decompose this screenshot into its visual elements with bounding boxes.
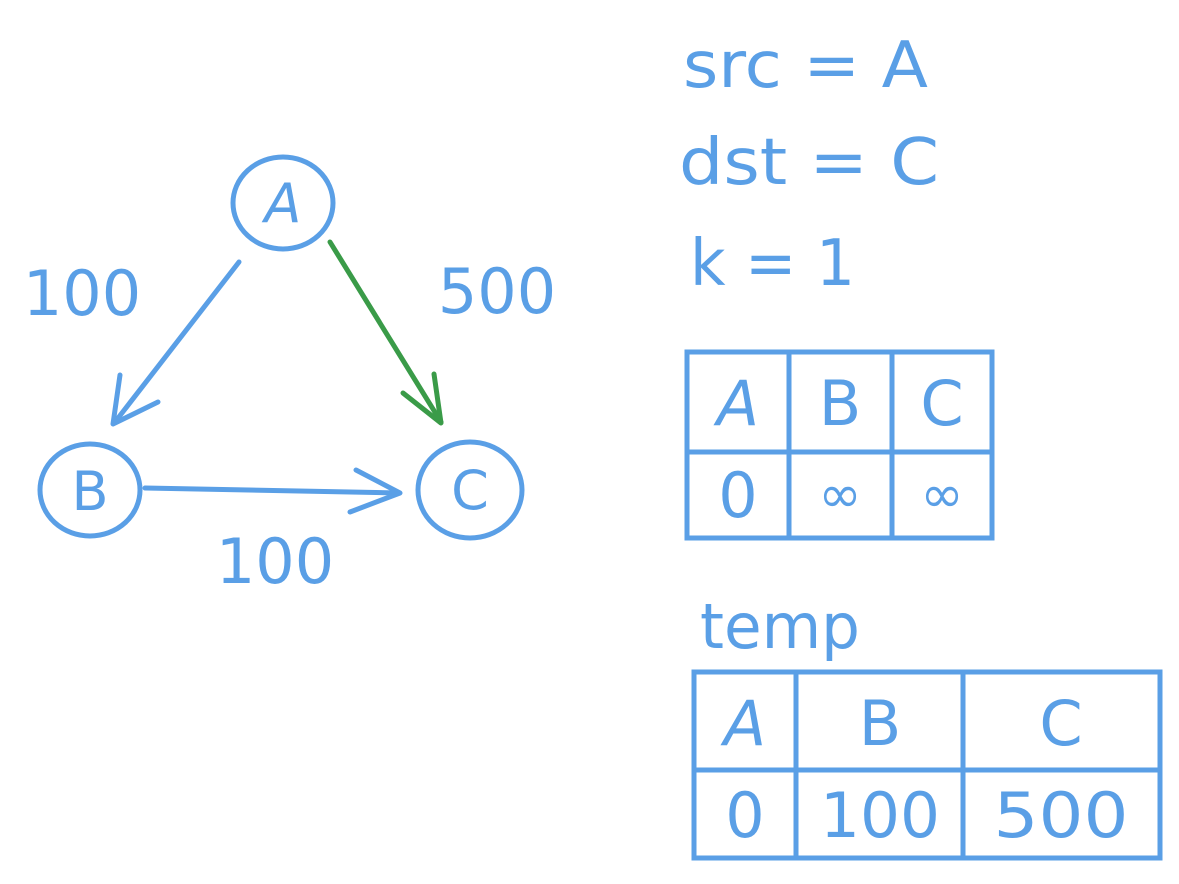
node-a: A [230,154,336,252]
temp-table-value-c: 500 [994,779,1129,852]
edge-a-b-weight: 100 [23,257,141,330]
temp-table-title: temp [700,590,860,663]
temp-table-header-c: C [1039,687,1082,760]
temp-table-value-b: 100 [820,779,940,852]
param-dst: dst = C [679,126,939,200]
temp-table: A B C 0 100 500 [691,669,1163,861]
edge-a-b [110,259,242,427]
node-b-label: B [71,460,108,523]
node-b: B [37,441,143,539]
param-k: k = 1 [690,227,855,301]
distance-table-value-b: ∞ [818,465,861,525]
edge-a-c-weight: 500 [438,255,556,328]
edge-b-c-weight: 100 [216,525,334,598]
temp-table-header-a: A [720,687,766,760]
distance-table-header-a: A [713,367,759,440]
edge-b-c [142,467,403,515]
temp-table-header-b: B [859,687,902,760]
distance-table: A B C 0 ∞ ∞ [684,349,995,541]
distance-table-header-c: C [920,367,963,440]
edge-a-c [327,239,444,426]
temp-table-value-a: 0 [725,779,764,852]
distance-table-header-b: B [819,367,862,440]
param-src: src = A [683,29,928,103]
node-c: C [415,439,525,541]
distance-table-value-a: 0 [718,459,757,532]
node-c-label: C [451,459,489,522]
distance-table-value-c: ∞ [920,465,963,525]
node-a-label: A [262,172,302,235]
